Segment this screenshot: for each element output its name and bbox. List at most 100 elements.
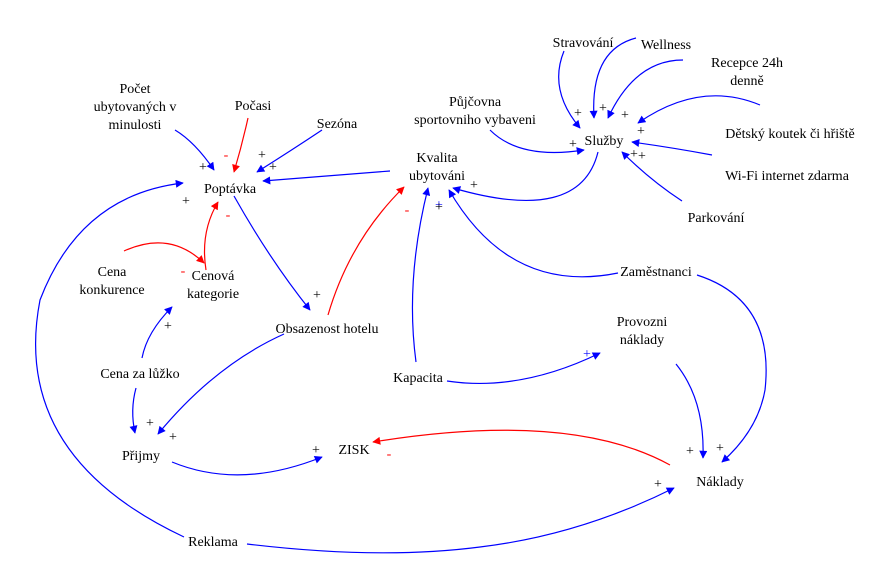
node-naklady: Náklady xyxy=(696,475,743,490)
polarity-sign: + xyxy=(574,106,582,121)
node-pujcovna: Půjčovna sportovniho vybaveni xyxy=(414,95,536,128)
node-label: ZISK xyxy=(338,443,369,458)
node-reklama: Reklama xyxy=(188,535,239,550)
polarity-sign: + xyxy=(654,477,662,492)
polarity-sign: + xyxy=(716,441,724,456)
node-label: Náklady xyxy=(696,475,743,490)
link-parkovani-to-sluzby xyxy=(621,151,683,202)
polarity-sign: + xyxy=(182,194,190,209)
polarity-sign: + xyxy=(169,430,177,445)
node-zisk: ZISK xyxy=(338,443,369,458)
node-parkovani: Parkování xyxy=(688,211,745,226)
polarity-sign: + xyxy=(470,178,478,193)
polarity-sign: + xyxy=(435,198,443,213)
link-recepce-to-sluzby xyxy=(607,59,684,119)
link-naklady-to-zisk xyxy=(372,429,671,466)
link-pujcovna-to-sluzby xyxy=(489,129,585,156)
link-stravovani-to-sluzby xyxy=(558,50,581,129)
node-label: Wellness xyxy=(641,38,691,53)
polarity-sign: - xyxy=(181,264,186,279)
link-zamestnanci-to-kvalita xyxy=(448,189,619,278)
node-pocasi: Počasi xyxy=(235,99,272,114)
node-kvalita: Kvalita ubytováni xyxy=(409,151,465,184)
node-label: Obsazenost hotelu xyxy=(275,322,378,337)
link-reklama-to-naklady xyxy=(246,487,675,554)
polarity-sign: + xyxy=(312,443,320,458)
polarity-sign: + xyxy=(599,101,607,116)
node-label: Dětský koutek či hřiště xyxy=(725,127,854,142)
polarity-sign: + xyxy=(269,160,277,175)
polarity-sign: + xyxy=(164,319,172,334)
node-label: kategorie xyxy=(187,287,239,302)
node-label: Počasi xyxy=(235,99,272,114)
link-cenakonk-to-cenova xyxy=(123,242,205,264)
node-label: Kapacita xyxy=(393,371,444,386)
node-label: Služby xyxy=(585,134,624,149)
node-cenazaluzko: Cena za lůžko xyxy=(100,367,179,382)
node-prijmy: Přijmy xyxy=(122,449,160,464)
polarity-sign: + xyxy=(638,149,646,164)
node-label: Recepce 24h xyxy=(711,56,783,71)
polarity-sign: + xyxy=(146,416,154,431)
node-label: denně xyxy=(730,74,763,89)
polarity-sign: + xyxy=(686,444,694,459)
polarity-sign: + xyxy=(583,347,591,362)
node-obsazenost: Obsazenost hotelu xyxy=(275,322,378,337)
link-kapacita-to-kvalita xyxy=(411,187,431,363)
link-poptavka-to-obsazenost xyxy=(233,195,311,311)
link-pocasi-to-poptavka xyxy=(232,117,249,173)
node-wellness: Wellness xyxy=(641,38,691,53)
node-sluzby: Služby xyxy=(585,134,624,149)
node-label: ubytováni xyxy=(409,169,465,184)
node-label: Cenová xyxy=(192,269,236,284)
node-label: Wi-Fi internet zdarma xyxy=(725,169,850,184)
link-provozni-to-naklady xyxy=(675,363,708,459)
node-cenova: Cenová kategorie xyxy=(187,269,239,302)
node-sezona: Sezóna xyxy=(317,117,358,132)
polarity-sign: + xyxy=(313,288,321,303)
node-label: Zaměstnanci xyxy=(620,265,692,280)
polarity-sign: + xyxy=(637,124,645,139)
node-label: Poptávka xyxy=(204,182,257,197)
node-label: konkurence xyxy=(79,283,144,298)
link-kapacita-to-provozni xyxy=(446,352,601,385)
node-label: Reklama xyxy=(188,535,239,550)
node-label: Parkování xyxy=(688,211,745,226)
polarity-sign: - xyxy=(224,148,229,163)
node-label: sportovniho vybaveni xyxy=(414,113,536,128)
polarity-sign: + xyxy=(435,200,443,215)
node-label: Kvalita xyxy=(416,151,458,166)
link-obsazenost-to-kvalita xyxy=(327,186,405,316)
node-label: Cena za lůžko xyxy=(100,367,179,382)
polarity-sign: - xyxy=(226,208,231,223)
polarity-sign: + xyxy=(258,148,266,163)
polarity-sign: + xyxy=(199,160,207,175)
node-label: Půjčovna xyxy=(449,95,502,110)
node-label: Sezóna xyxy=(317,117,358,132)
node-cenakonk: Cena konkurence xyxy=(79,265,144,298)
polarity-sign: - xyxy=(405,203,410,218)
node-stravovani: Stravování xyxy=(553,36,614,51)
polarity-sign: - xyxy=(387,447,392,462)
node-label: Cena xyxy=(98,265,128,280)
link-obsazenost-to-prijmy xyxy=(157,333,285,435)
node-zamestnanci: Zaměstnanci xyxy=(620,265,692,280)
polarity-sign: + xyxy=(569,137,577,152)
node-recepce: Recepce 24h denně xyxy=(711,56,783,89)
node-label: Počet xyxy=(119,82,150,97)
link-cenazaluzko-to-cenova xyxy=(141,306,173,359)
link-pocet-to-poptavka xyxy=(174,129,215,171)
node-kapacita: Kapacita xyxy=(393,371,444,386)
link-wifi-to-sluzby xyxy=(631,139,713,156)
link-prijmy-to-zisk xyxy=(171,455,323,476)
node-poptavka: Poptávka xyxy=(204,182,257,197)
link-sluzby-to-kvalita xyxy=(452,151,599,201)
node-label: Přijmy xyxy=(122,449,160,464)
polarity-sign: + xyxy=(621,108,629,123)
polarity-sign: + xyxy=(630,147,638,162)
node-detsky: Dětský koutek či hřiště xyxy=(725,127,854,142)
link-cenazaluzko-to-prijmy xyxy=(129,387,138,434)
link-wellness-to-sluzby xyxy=(589,37,637,119)
